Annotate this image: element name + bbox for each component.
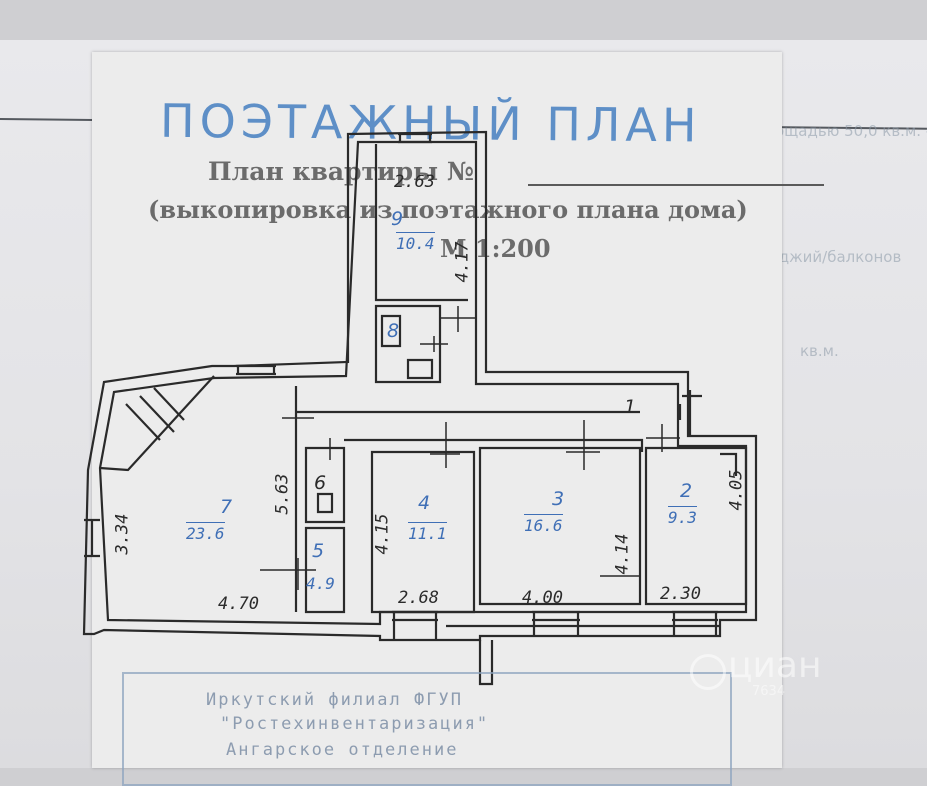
room-4-area: 11.1 [408,522,447,543]
window [236,364,276,376]
dimension-label: 2.68 [398,588,439,608]
dimension-tick [440,306,476,332]
room-4-number: 4 [418,492,431,514]
dimension-label: 4.70 [218,594,259,614]
dimension-label: 5.63 [272,473,293,515]
room-2-number: 2 [680,480,693,502]
room-5-area: 4.9 [306,574,335,593]
door-marker [678,390,702,436]
watermark-brand: циан [728,645,822,686]
window [672,610,718,636]
balcony-line [478,640,494,686]
stamp-line-1: Иркутский филиал ФГУП [206,690,463,710]
room-8-number: 8 [387,320,400,342]
room-9-area: 10.4 [396,232,435,253]
room-3-wall [478,446,642,606]
toilet-fixture [316,492,334,514]
room-5-number: 5 [312,540,325,562]
room-4-wall [370,450,476,614]
cian-logo-icon [690,654,726,690]
room-9-wall [374,144,468,302]
room-2-wall [644,446,748,606]
room-3-number: 3 [552,488,565,510]
dimension-tick [420,336,448,352]
plan-scale: М 1:200 [440,234,551,263]
dimension-label: 2.30 [660,584,701,604]
dimension-label: 2.63 [394,172,435,192]
door-marker [720,452,738,476]
dimension-tick [282,406,314,432]
dimension-label: 4.15 [372,513,393,555]
room-1-number: 1 [624,396,637,418]
room-6-number: 6 [314,472,327,494]
dimension-tick [430,422,460,468]
room-5-wall [304,526,346,614]
apartment-number-line [528,184,824,186]
plan-subtitle: (выкопировка из поэтажного плана дома) [148,195,748,224]
floor-plan-sheet [92,52,782,768]
window [392,610,438,640]
stamp-line-2: "Ростехинвентаризация" [220,714,490,734]
corridor-wall [344,438,644,452]
dimension-label: 4.00 [522,588,563,608]
window [84,518,100,558]
dimension-tick [320,438,344,460]
room-7-area: 23.6 [186,522,225,543]
room-7-bay [99,375,215,472]
room-8-wall [374,304,442,384]
dimension-tick [646,424,680,452]
room-2-area: 9.3 [668,506,697,527]
dimension-label: 3.34 [112,513,133,555]
watermark-id: 7634 [752,684,786,699]
background-faint-text: кв.м. [800,342,839,360]
dimension-label: 4.14 [612,533,633,575]
floor-plan-drawing [82,130,758,686]
room-7-number: 7 [220,496,233,518]
stamp-line-3: Ангарское отделение [226,740,459,760]
background-faint-text: ощадью 50,0 кв.м. - [775,122,927,140]
room-3-area: 16.6 [524,514,563,535]
background-faint-text: лоджий/балконов [760,248,902,266]
dimension-tick [260,558,316,590]
room-9-number: 9 [391,208,404,230]
window [398,132,432,144]
dimension-tick [566,420,600,470]
room-8-fixture [380,314,434,380]
bay-hatch [125,387,185,441]
outer-wall [82,130,758,642]
window [532,610,580,636]
dimension-label: 4.17 [452,241,473,283]
dimension-label: 4.05 [726,469,747,511]
plan-title: План квартиры № [208,157,474,186]
